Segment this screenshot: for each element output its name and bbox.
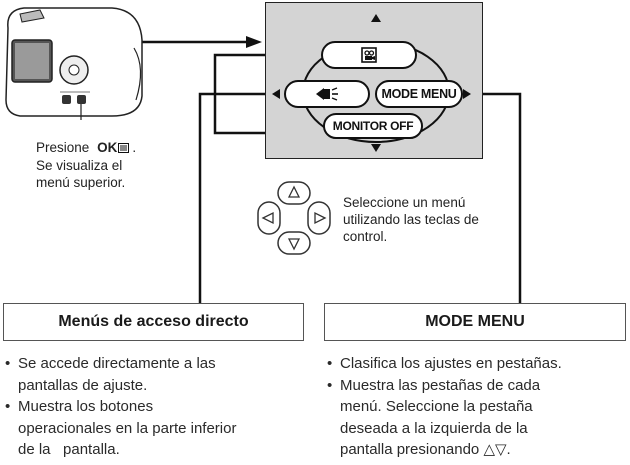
- mode-menu-heading: MODE MENU: [324, 303, 626, 341]
- bullet-line: menú. Seleccione la pestaña: [340, 398, 533, 415]
- movie-mode-menu-button[interactable]: [321, 41, 417, 69]
- bullet-line: Muestra las pestañas de cada: [340, 376, 541, 394]
- bullet-line: Clasifica los ajustes en pestañas.: [340, 355, 562, 372]
- bullet-line: Muestra los botones: [18, 398, 154, 415]
- left-triangle: [272, 89, 280, 99]
- bullet-item: Muestra las pestañas de cada menú. Selec…: [327, 375, 627, 461]
- shortcut-menus-title: Menús de acceso directo: [58, 313, 249, 330]
- mode-menu-title: MODE MENU: [425, 313, 525, 330]
- bullet-line: Se accede directamente a las: [18, 355, 216, 372]
- down-triangle: [371, 144, 381, 152]
- pointer-arrowhead: [246, 36, 262, 48]
- press-ok-caption: Presione OK . Se visualiza el menú super…: [36, 139, 136, 191]
- press-caption-suffix: .: [132, 140, 137, 155]
- camera-button: [62, 95, 71, 104]
- menu-list-icon: [118, 140, 130, 157]
- bullet-item: Clasifica los ajustes en pestañas.: [327, 353, 627, 375]
- shortcut-menus-bullets: Se accede directamente a las pantallas d…: [5, 353, 305, 461]
- monitor-off-button[interactable]: MONITOR OFF: [323, 113, 423, 139]
- press-caption-line2: Se visualiza el: [36, 158, 123, 173]
- bullet-line: pantallas de ajuste.: [18, 376, 148, 394]
- movie-mode-icon: [361, 47, 377, 63]
- bullet-line: deseada a la izquierda de la: [340, 419, 528, 437]
- select-caption-line2: utilizando las teclas de: [343, 212, 479, 227]
- ok-key-label: OK: [97, 140, 118, 155]
- monitor-off-label: MONITOR OFF: [332, 119, 414, 133]
- camera-ok-button: [77, 95, 86, 104]
- mode-menu-label: MODE MENU: [381, 87, 457, 101]
- press-caption-line3: menú superior.: [36, 175, 126, 190]
- bullet-item: Muestra los botones operacionales en la …: [5, 396, 305, 461]
- bullet-item: Se accede directamente a las pantallas d…: [5, 353, 305, 396]
- mode-menu-button[interactable]: MODE MENU: [375, 80, 463, 108]
- select-menu-caption: Seleccione un menú utilizando las teclas…: [343, 194, 523, 245]
- mode-menu-bullets: Clasifica los ajustes en pestañas. Muest…: [327, 353, 627, 461]
- shortcut-menus-heading: Menús de acceso directo: [3, 303, 304, 341]
- press-caption-prefix: Presione: [36, 140, 90, 155]
- camera-illustration: [5, 7, 143, 120]
- select-caption-line1: Seleccione un menú: [343, 195, 466, 210]
- bullet-line: pantalla presionando △▽.: [340, 441, 511, 458]
- left-menu-leader-line: [198, 92, 285, 303]
- bullet-line: de la pantalla.: [18, 441, 120, 458]
- left-key[interactable]: [257, 201, 281, 235]
- right-triangle: [463, 89, 471, 99]
- up-triangle: [371, 14, 381, 22]
- down-key[interactable]: [277, 231, 311, 255]
- right-key[interactable]: [307, 201, 331, 235]
- flash-mode-menu-button[interactable]: [284, 80, 370, 108]
- control-arrow-pad: [257, 181, 331, 255]
- select-caption-line3: control.: [343, 229, 388, 244]
- up-key[interactable]: [277, 181, 311, 205]
- bullet-line: operacionales en la parte inferior: [18, 419, 237, 437]
- flash-icon: [316, 87, 338, 101]
